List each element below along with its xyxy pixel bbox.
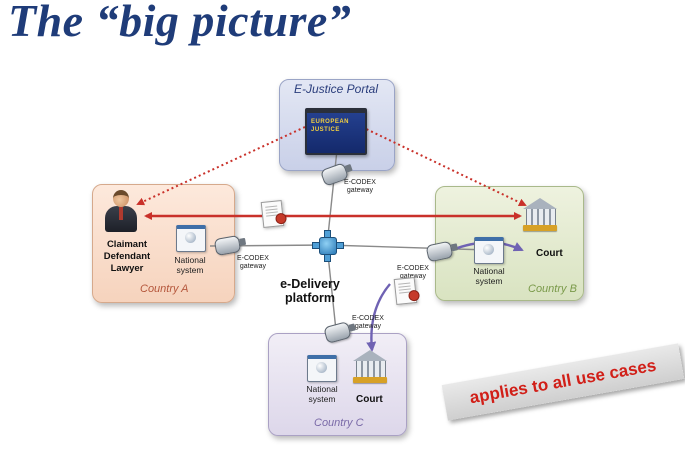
hub-icon bbox=[312, 230, 344, 262]
red-dotted-arrow-left bbox=[136, 126, 306, 206]
country-b-label: Country B bbox=[528, 283, 577, 295]
portal-screen-icon[interactable]: EUROPEAN JUSTICE bbox=[305, 108, 367, 155]
country-a-box bbox=[92, 184, 235, 303]
purple-arrow-c bbox=[366, 283, 391, 352]
national-system-c-monitor-icon[interactable] bbox=[307, 355, 337, 382]
court-c-label: Court bbox=[356, 394, 383, 405]
slide-title: The “big picture” bbox=[8, 0, 352, 46]
country-c-label: Country C bbox=[314, 417, 364, 429]
country-b-box bbox=[435, 186, 584, 301]
national-system-a-monitor-icon[interactable] bbox=[176, 225, 206, 252]
country-a-label: Country A bbox=[140, 283, 189, 295]
court-c-courthouse-icon[interactable] bbox=[353, 350, 387, 384]
court-b-courthouse-icon[interactable] bbox=[523, 198, 557, 232]
court-b-label: Court bbox=[536, 248, 563, 259]
lawyer-icon bbox=[105, 190, 137, 232]
national-system-b-monitor-icon[interactable] bbox=[474, 237, 504, 264]
red-dotted-arrow-right bbox=[361, 126, 527, 207]
document-seal-icon bbox=[260, 199, 285, 229]
document-seal-icon bbox=[393, 276, 418, 306]
portal-title: E-Justice Portal bbox=[293, 82, 379, 96]
portal-logo: EUROPEAN JUSTICE bbox=[311, 119, 350, 133]
